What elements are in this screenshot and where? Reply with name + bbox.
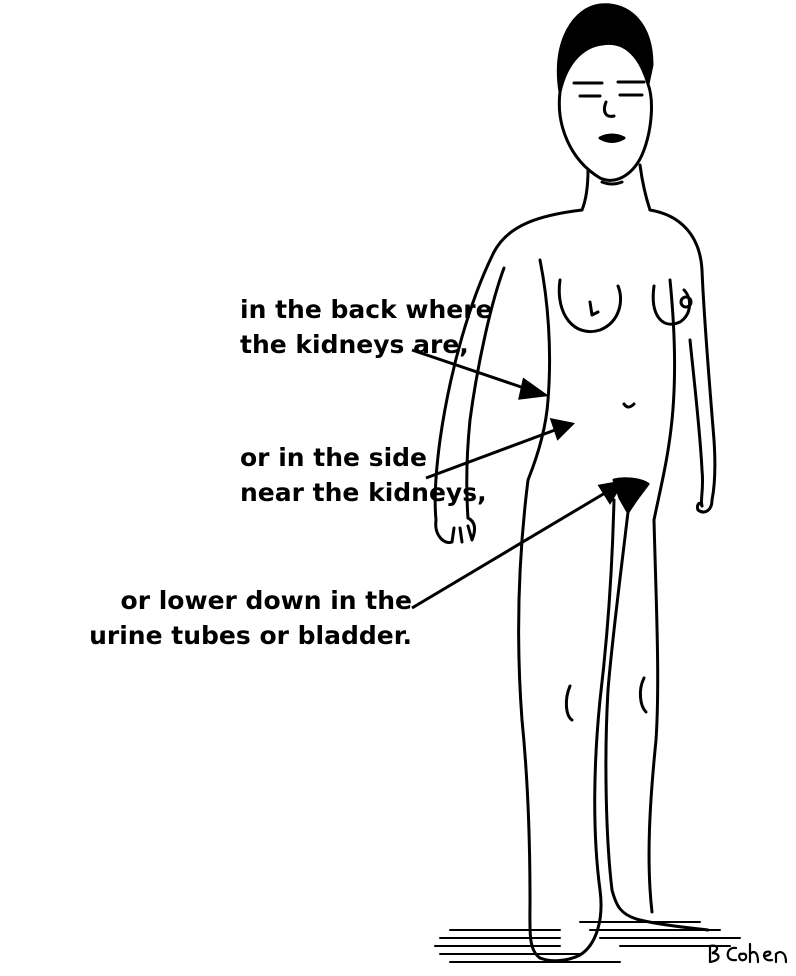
label-line: near the kidneys,	[240, 475, 412, 510]
right-shoulder-arm	[650, 210, 715, 500]
artist-signature	[706, 940, 790, 968]
label-line: urine tubes or bladder.	[0, 618, 412, 653]
right-hand	[697, 500, 712, 512]
arrow-side	[426, 430, 555, 478]
label-kidneys-back: in the back where the kidneys are,	[240, 292, 412, 362]
left-leg-outer	[519, 480, 540, 958]
label-line: or in the side	[240, 440, 412, 475]
nose	[604, 102, 614, 116]
mouth	[600, 135, 624, 142]
right-foot	[612, 890, 708, 930]
label-kidneys-side: or in the side near the kidneys,	[240, 440, 412, 510]
right-leg-outer	[649, 520, 658, 912]
label-line: in the back where	[240, 292, 412, 327]
arrow-lower	[412, 493, 605, 608]
label-line: the kidneys are,	[240, 327, 412, 362]
right-leg-inner	[606, 512, 628, 890]
label-line: or lower down in the	[0, 583, 412, 618]
left-leg-inner	[580, 500, 614, 955]
hair	[558, 5, 652, 92]
left-hand	[436, 518, 475, 543]
face	[559, 84, 651, 180]
left-foot	[540, 955, 580, 961]
label-urine-tubes-bladder: or lower down in the urine tubes or blad…	[0, 583, 412, 653]
